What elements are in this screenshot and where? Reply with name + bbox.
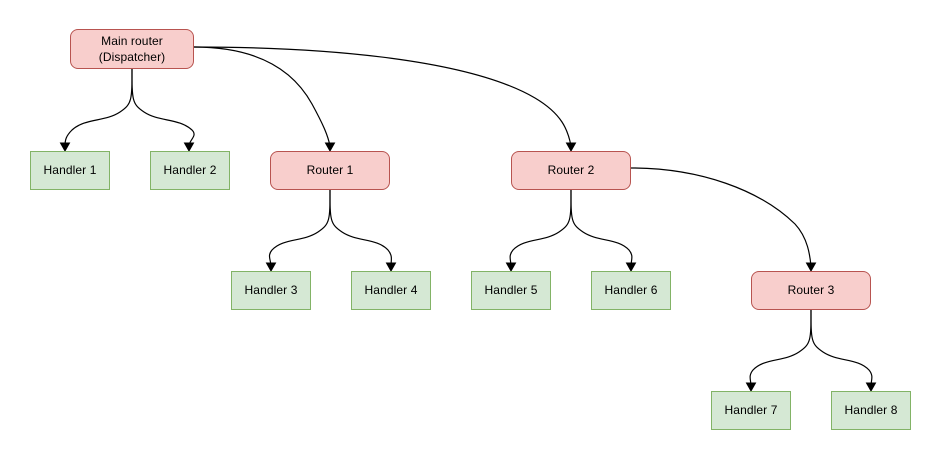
arrowhead-ah-router-2 [565,142,577,153]
node-handler-7[interactable]: Handler 7 [711,391,791,430]
node-handler-5[interactable]: Handler 5 [471,271,551,310]
edge-router-1-to-handler-3 [268,189,331,267]
arrowhead-ah-handler-4 [385,262,397,273]
node-handler-3[interactable]: Handler 3 [231,271,311,310]
arrowhead-ah-handler-7 [745,382,757,393]
edge-router-1-to-handler-4 [329,189,392,267]
node-handler-8[interactable]: Handler 8 [831,391,911,430]
arrowhead-ah-handler-6 [625,262,637,273]
node-handler-6[interactable]: Handler 6 [591,271,671,310]
arrowhead-ah-handler-1 [59,142,71,153]
edge-main-to-handler-1 [64,68,133,147]
node-router-2[interactable]: Router 2 [511,151,631,190]
node-handler-2[interactable]: Handler 2 [150,151,230,190]
edge-router-3-to-handler-7 [749,309,812,387]
arrowhead-ah-handler-3 [265,262,277,273]
edge-main-to-handler-2 [131,68,195,147]
arrowhead-ah-router-1 [324,142,336,153]
arrowhead-ah-handler-8 [865,382,877,393]
edge-main-to-router-1 [193,46,331,147]
arrowhead-ah-handler-2 [183,142,195,153]
node-handler-1[interactable]: Handler 1 [30,151,110,190]
arrowhead-ah-router-3 [805,262,817,273]
node-main-router[interactable]: Main router (Dispatcher) [70,29,194,69]
edge-main-to-router-2 [193,46,572,147]
arrowhead-ah-handler-5 [505,262,517,273]
edge-router-2-to-router-3 [630,167,812,267]
node-router-3[interactable]: Router 3 [751,271,871,310]
node-handler-4[interactable]: Handler 4 [351,271,431,310]
edge-router-3-to-handler-8 [810,309,873,387]
edge-router-2-to-handler-6 [570,189,633,267]
edge-router-2-to-handler-5 [509,189,572,267]
node-router-1[interactable]: Router 1 [270,151,390,190]
